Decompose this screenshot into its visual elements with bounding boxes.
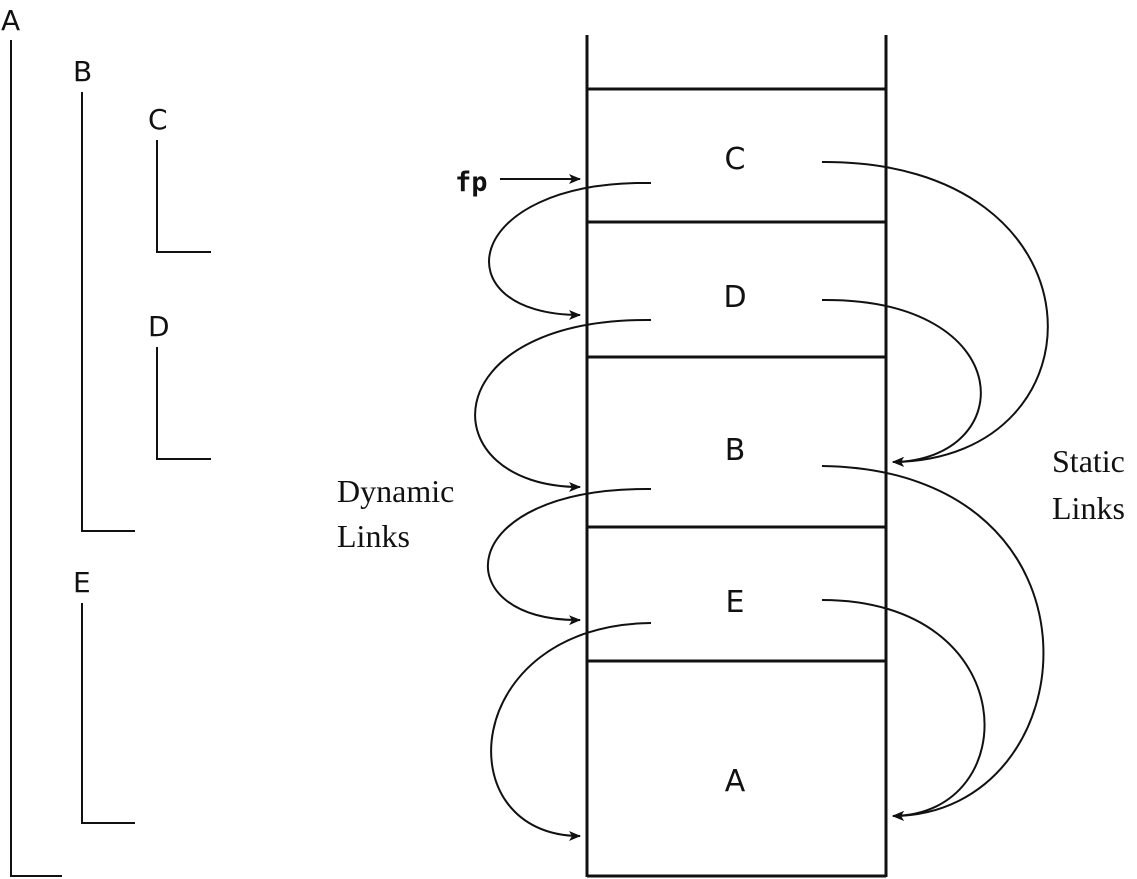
static-link-c-to-b	[821, 160, 1049, 467]
static-links	[821, 160, 1049, 821]
dynamic-link-c-to-d	[488, 181, 652, 320]
static-links-label-line1: Static	[1052, 443, 1125, 479]
dynamic-links-label-line2: Links	[337, 518, 410, 554]
scope-bracket-c	[156, 140, 211, 253]
frame-label-b: B	[725, 433, 746, 468]
scope-bracket-d	[156, 347, 211, 460]
dynamic-link-e-to-a	[490, 622, 652, 841]
static-link-e-to-a	[821, 599, 986, 821]
scope-label-c: C	[148, 103, 168, 136]
scope-bracket-e	[81, 603, 135, 824]
scope-label-a: A	[1, 4, 20, 37]
dynamic-link-d-to-b	[474, 318, 652, 492]
dynamic-links	[474, 181, 652, 841]
activation-stack	[585, 35, 888, 878]
frame-pointer-label: fp	[455, 167, 488, 198]
frame-label-a: A	[725, 764, 746, 799]
frame-label-e: E	[726, 585, 745, 620]
scope-bracket-b	[81, 92, 135, 532]
dynamic-links-label-line1: Dynamic	[337, 473, 454, 509]
dynamic-link-b-to-e	[486, 487, 652, 626]
scope-label-d: D	[148, 310, 170, 343]
static-link-d-to-b	[821, 298, 982, 467]
frame-label-d: D	[723, 280, 746, 315]
scope-bracket-a	[10, 40, 62, 877]
scope-label-b: B	[73, 55, 92, 88]
frame-label-c: C	[725, 142, 746, 177]
static-link-b-to-a	[821, 465, 1045, 821]
static-links-label-line2: Links	[1052, 490, 1125, 526]
scope-nesting	[10, 40, 211, 877]
scope-label-e: E	[73, 566, 91, 599]
